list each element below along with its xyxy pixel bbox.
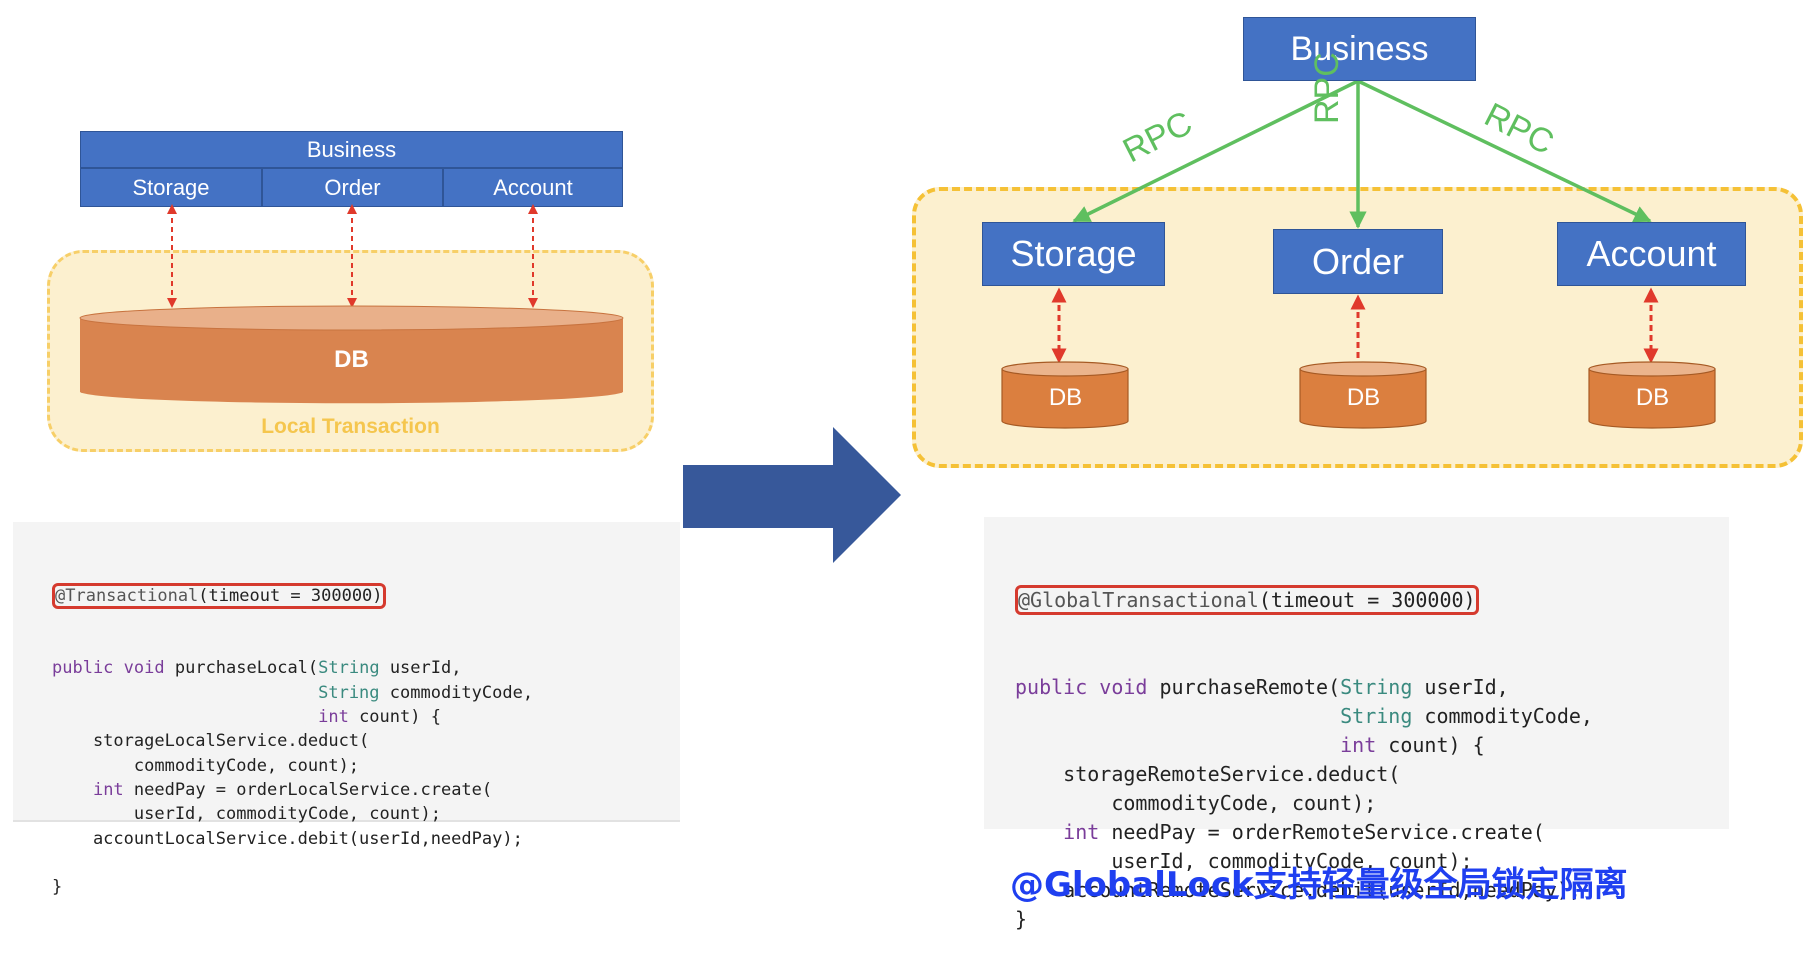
code-token: count) { xyxy=(348,707,441,728)
code-token: String xyxy=(1340,704,1413,728)
code-token xyxy=(113,658,123,678)
code-token xyxy=(52,853,62,873)
code-token xyxy=(52,707,318,727)
global-lock-note: @GlobalLock支持轻量级全局锁定隔离 xyxy=(1010,865,1628,905)
left-diagram-graphics xyxy=(79,204,624,404)
right-db-label-account: DB xyxy=(1635,384,1670,411)
code-line: int needPay = orderLocalService.create( xyxy=(52,778,680,802)
db-cylinder-account xyxy=(1588,361,1716,429)
right-db-label-storage: DB xyxy=(1048,384,1083,411)
code-token: userId, xyxy=(1412,675,1509,699)
code-token: count) { xyxy=(1376,733,1485,757)
code-token: userId, commodityCode, count); xyxy=(1015,849,1473,873)
code-line: commodityCode, count); xyxy=(1015,789,1729,818)
rpc-label-order: RPC xyxy=(1308,52,1346,124)
code-token: public xyxy=(1015,675,1088,699)
code-line: int count) { xyxy=(52,705,680,729)
code-token: String xyxy=(318,682,380,703)
right-diagram-graphics xyxy=(1001,79,1716,429)
rpc-line-storage xyxy=(1072,79,1359,223)
code-line: commodityCode, count); xyxy=(52,754,680,778)
code-token: accountRemoteService.debit(userId,needPa… xyxy=(1015,878,1581,902)
code-token: needPay = orderLocalService.create( xyxy=(123,779,493,800)
left-business-node: Business xyxy=(80,131,623,168)
rpc-line-account xyxy=(1357,79,1652,223)
code-line: String commodityCode, xyxy=(52,681,680,705)
code-line: public void purchaseLocal(String userId, xyxy=(52,656,680,680)
code-token: int xyxy=(92,779,124,800)
code-token xyxy=(1015,733,1340,757)
code-line: storageRemoteService.deduct( xyxy=(1015,760,1729,789)
code-token: purchaseRemote( xyxy=(1147,675,1341,699)
code-line: int count) { xyxy=(1015,731,1729,760)
local-transaction-label: Local Transaction xyxy=(261,415,440,438)
code-line: accountLocalService.debit(userId,needPay… xyxy=(52,827,680,851)
code-line: public void purchaseRemote(String userId… xyxy=(1015,673,1729,702)
code-line: userId, commodityCode, count); xyxy=(52,802,680,826)
db-cylinder-order xyxy=(1299,361,1427,429)
code-line: accountRemoteService.debit(userId,needPa… xyxy=(1015,876,1729,905)
left-db-label: DB xyxy=(334,346,369,373)
code-line xyxy=(52,851,680,875)
code-token xyxy=(1015,820,1063,844)
code-line: storageLocalService.deduct( xyxy=(52,729,680,753)
code-token xyxy=(1087,675,1099,699)
right-account-node: Account xyxy=(1557,222,1746,286)
transition-arrow-icon xyxy=(683,427,901,563)
code-token: commodityCode, xyxy=(379,682,534,703)
right-business-node: Business xyxy=(1243,17,1476,81)
code-token: purchaseLocal( xyxy=(164,658,319,679)
global-transactional-annotation-highlight: @GlobalTransactional(timeout = 300000) xyxy=(1015,585,1479,615)
code-token: commodityCode, count); xyxy=(52,755,360,776)
local-code-lines: public void purchaseLocal(String userId,… xyxy=(52,656,680,899)
code-token: public xyxy=(52,658,114,679)
code-token: needPay = orderRemoteService.create( xyxy=(1099,820,1545,844)
local-transaction-code-block: @Transactional(timeout = 300000) public … xyxy=(13,522,680,897)
right-storage-node: Storage xyxy=(982,222,1165,286)
code-token: accountLocalService.debit(userId,needPay… xyxy=(52,828,523,849)
code-token xyxy=(52,683,318,703)
code-line: String commodityCode, xyxy=(1015,702,1729,731)
code-token: String xyxy=(1340,675,1413,699)
code-token: int xyxy=(1063,820,1100,844)
code-token: String xyxy=(318,658,380,679)
code-token: commodityCode, xyxy=(1412,704,1593,728)
code-token: void xyxy=(1099,675,1148,699)
right-order-node: Order xyxy=(1273,229,1443,294)
right-db-label-order: DB xyxy=(1346,384,1381,411)
code-line: userId, commodityCode, count); xyxy=(1015,847,1729,876)
code-token: storageRemoteService.deduct( xyxy=(1015,762,1401,786)
code-token: storageLocalService.deduct( xyxy=(52,731,370,752)
global-transaction-code-block: @GlobalTransactional(timeout = 300000) p… xyxy=(984,517,1729,931)
code-token xyxy=(52,780,93,800)
db-cylinder-storage xyxy=(1001,361,1129,429)
code-token: } xyxy=(52,877,63,898)
left-storage-node: Storage xyxy=(80,168,262,207)
code-token: } xyxy=(1015,907,1028,931)
code-token: userId, xyxy=(379,658,462,679)
code-token xyxy=(1015,704,1340,728)
code-token: userId, commodityCode, count); xyxy=(52,804,441,825)
transactional-annotation-highlight: @Transactional(timeout = 300000) xyxy=(52,582,386,609)
code-line: } xyxy=(1015,905,1729,934)
code-token: commodityCode, count); xyxy=(1015,791,1377,815)
code-token: int xyxy=(318,707,349,728)
left-db-cylinder xyxy=(79,305,624,404)
code-token: int xyxy=(1340,733,1377,757)
code-token: void xyxy=(123,658,165,679)
code-line: int needPay = orderRemoteService.create( xyxy=(1015,818,1729,847)
global-code-lines: public void purchaseRemote(String userId… xyxy=(1015,673,1729,934)
code-line: } xyxy=(52,875,680,899)
